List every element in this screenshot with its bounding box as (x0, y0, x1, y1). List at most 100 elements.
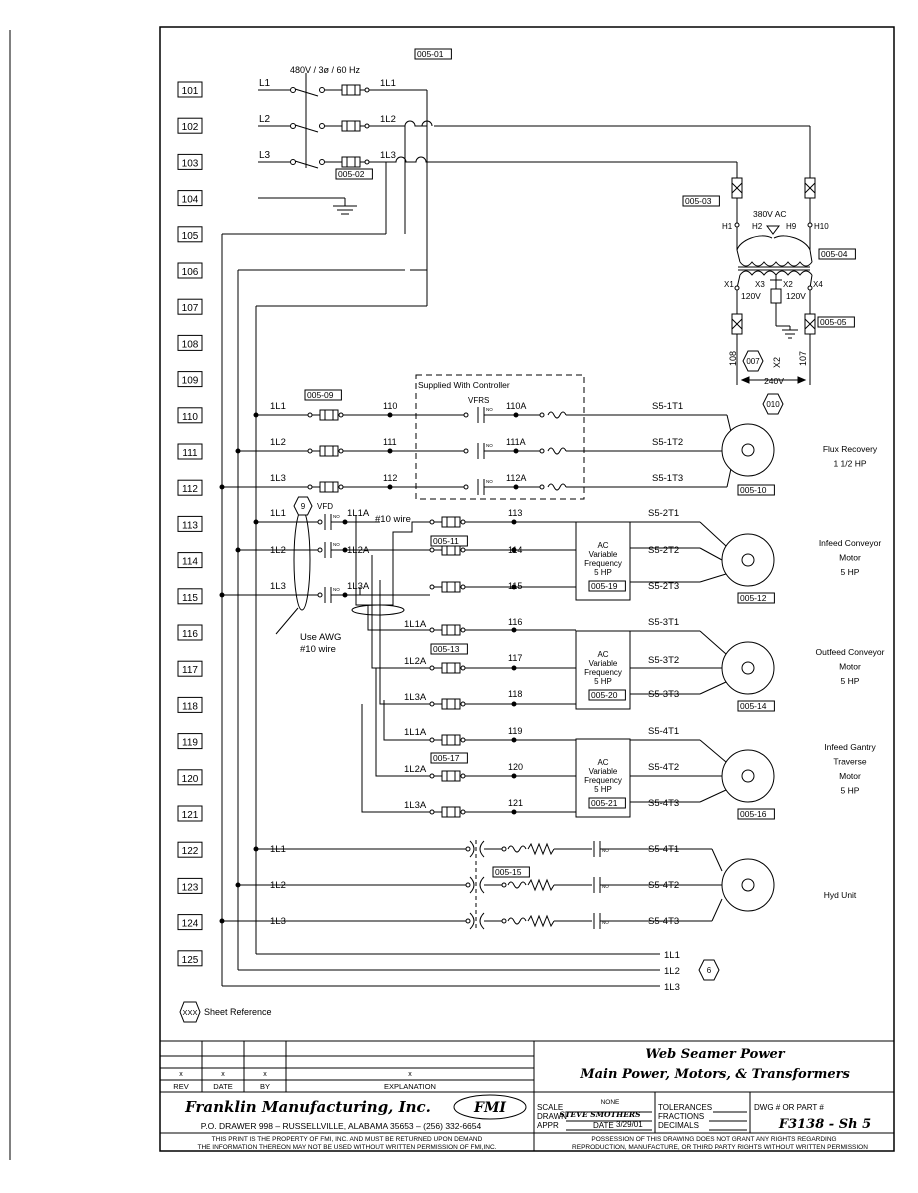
ladder-number-frame (177, 226, 203, 243)
controller-box (415, 374, 585, 500)
drawing-border (159, 26, 895, 1152)
drawing-subtitle: Main Power, Motors, & Transformers (579, 1067, 850, 1082)
vfd-label: VFD (317, 502, 333, 511)
rung-118-1l3a: 1L3A (404, 692, 427, 703)
fractions-label: FRACTIONS (658, 1112, 704, 1121)
bus-end-1l1: 1L1 (664, 950, 680, 961)
wire-114: 114 (508, 545, 522, 555)
dwg-number-label: DWG # OR PART # (754, 1103, 824, 1112)
ref-005-04-frame (818, 248, 856, 260)
ladder-number-frame (177, 443, 203, 460)
ladder-number-frame (177, 479, 203, 496)
motor-2-description: 5 HP (841, 567, 860, 577)
rung-114-1l2: 1L2 (270, 545, 286, 556)
ladder-number-frame (177, 588, 203, 605)
legend (179, 1001, 201, 1023)
ref-005-01: 005-01 (417, 49, 444, 59)
rung-113-1l1: 1L1 (270, 508, 286, 519)
control-transformer (731, 126, 816, 385)
main-disconnect (222, 73, 810, 271)
ref-005-12: 005-12 (740, 593, 767, 603)
vfd-2-line2: Variable (589, 659, 618, 668)
ladder-number: 122 (182, 846, 199, 857)
power-rungs (219, 407, 733, 818)
controller-box-label: Supplied With Controller (418, 380, 510, 390)
wire-113: 113 (508, 508, 522, 518)
ref-005-17-frame (430, 752, 468, 764)
ref-005-02-frame (335, 168, 373, 180)
ladder-number-frame (177, 805, 203, 822)
wire-110a: 110A (506, 401, 526, 411)
wire-1l2: 1L2 (380, 114, 396, 125)
ref-005-03-frame (682, 195, 720, 207)
vfd-3-line4: 5 HP (594, 785, 612, 794)
ref-005-21-frame (588, 797, 626, 809)
terminal-h10: H10 (814, 222, 829, 231)
ref-005-10: 005-10 (740, 485, 767, 495)
ref-005-05-frame (817, 316, 855, 328)
wire-118: 118 (508, 689, 522, 699)
ladder-number-frame (177, 262, 203, 279)
motor-1-description: Flux Recovery (823, 444, 878, 454)
ladder-number: 121 (182, 810, 199, 821)
date-label: DATE (593, 1121, 614, 1130)
vfd-1-line2: Variable (589, 550, 618, 559)
vfd-2-line4: 5 HP (594, 677, 612, 686)
no-contact-114: NO (333, 542, 340, 547)
terminal-x1: X1 (724, 280, 734, 289)
rung-123-1l2: 1L2 (270, 880, 286, 891)
ref-005-13-frame (430, 643, 468, 655)
terminal-h2: H2 (752, 222, 763, 231)
sheet-ref-9-hexagon (293, 496, 313, 516)
rung-115-1l3: 1L3 (270, 581, 286, 592)
ladder-number-frame (177, 153, 203, 170)
revision-mark: x (221, 1071, 225, 1078)
ladder-number: 125 (182, 955, 199, 966)
ladder-line-numbers: 1011021031041051061071081091101111121131… (177, 81, 203, 967)
motor-2-shaft (741, 553, 755, 567)
scale-label: SCALE (537, 1103, 563, 1112)
ladder-number: 107 (182, 303, 199, 314)
wire-121: 121 (508, 798, 523, 808)
revision-header-rev: REV (173, 1082, 188, 1091)
vfd-2-line3: Frequency (584, 668, 622, 677)
rung-112-1l3: 1L3 (270, 473, 286, 484)
awg-note-line2: #10 wire (300, 644, 336, 655)
property-notice-1: THIS PRINT IS THE PROPERTY OF FMI, INC. … (212, 1136, 483, 1143)
vfd-2-line1: AC (597, 650, 608, 659)
motor-3-description: 5 HP (841, 676, 860, 686)
rung-116-1l1a: 1L1A (404, 619, 427, 630)
motor-3-shaft (741, 661, 755, 675)
wire-114-1l2a: 1L2A (347, 545, 370, 556)
ladder-number: 104 (182, 195, 199, 206)
legend-hex-symbol: XXX (182, 1008, 197, 1017)
ladder-number: 103 (182, 158, 199, 169)
wire-115-1l3a: 1L3A (347, 581, 370, 592)
wire-l1: L1 (259, 78, 271, 89)
terminal-s5-3t2: S5-3T2 (648, 655, 679, 666)
ladder-number: 108 (182, 339, 199, 350)
ladder-number-frame (177, 552, 203, 569)
ref-005-20: 005-20 (591, 690, 618, 700)
ref-005-04: 005-04 (821, 249, 848, 259)
ladder-number: 102 (182, 122, 199, 133)
rung-122-1l1: 1L1 (270, 844, 286, 855)
motor-1-shaft (741, 443, 755, 457)
ladder-number: 111 (182, 448, 198, 459)
ladder-number: 120 (182, 774, 199, 785)
ref-005-21: 005-21 (591, 798, 618, 808)
wire-1l3: 1L3 (380, 150, 396, 161)
drawing-title: Web Seamer Power (645, 1047, 785, 1062)
terminal-hyd-s5-4t2: S5-4T2 (648, 880, 679, 891)
ladder-number-frame (177, 334, 203, 351)
transformer-primary-label: 380V AC (753, 209, 787, 219)
no-contact-111: NO (486, 443, 493, 448)
ladder-number: 113 (182, 520, 198, 531)
ladder-number: 109 (182, 376, 199, 387)
ladder-number-frame (177, 117, 203, 134)
ref-005-03: 005-03 (685, 196, 712, 206)
dwg-number: F3138 - Sh 5 (778, 1117, 871, 1132)
no-contact-122: NO (602, 848, 609, 853)
sheet-ref-9: 9 (301, 502, 306, 511)
terminal-hyd-s5-4t3: S5-4T3 (648, 916, 679, 927)
